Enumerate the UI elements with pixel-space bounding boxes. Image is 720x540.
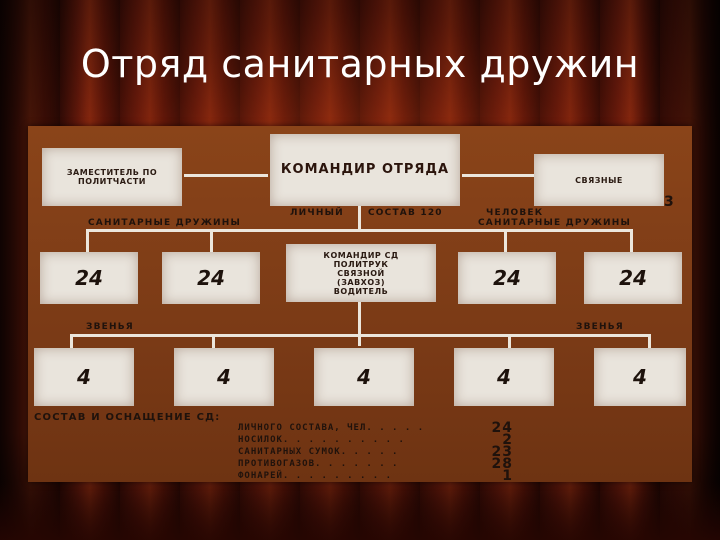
connector-units-bar <box>70 334 650 337</box>
connector-unit-drop-2 <box>212 334 215 348</box>
center-line-3: СВЯЗНОЙ <box>337 268 385 278</box>
equipment-row: САНИТАРНЫХ СУМОК. . . . . 23 <box>238 444 513 460</box>
center-line-5: ВОДИТЕЛЬ <box>333 286 389 296</box>
connector-center-down <box>358 302 361 346</box>
staff-caption-right: ЧЕЛОВЕК <box>486 208 544 218</box>
deputy-box: ЗАМЕСТИТЕЛЬ ПО ПОЛИТЧАСТИ <box>42 148 182 206</box>
connector-unit-drop-5 <box>648 334 651 348</box>
unit-box-2: 4 <box>174 348 274 406</box>
squad-box-4: 24 <box>584 252 682 304</box>
equipment-value: 24 <box>491 420 513 436</box>
unit-box-4: 4 <box>454 348 554 406</box>
squad-box-2: 24 <box>162 252 260 304</box>
reserve-count: 3 <box>664 194 675 210</box>
org-chart-poster: ЗАМЕСТИТЕЛЬ ПО ПОЛИТЧАСТИ КОМАНДИР ОТРЯД… <box>28 126 692 482</box>
equipment-list: ЛИЧНОГО СОСТАВА, ЧЕЛ. . . . . 24 НОСИЛОК.… <box>238 420 513 482</box>
connector-drop-1 <box>86 229 89 257</box>
connector-drop-3 <box>504 229 507 257</box>
units-caption-right: ЗВЕНЬЯ <box>576 322 624 332</box>
center-line-1: КОМАНДИР СД <box>323 250 399 260</box>
commander-box: КОМАНДИР ОТРЯДА <box>270 134 460 206</box>
equipment-row: НОСИЛОК. . . . . . . . . . 2 <box>238 432 513 448</box>
staff-caption-mid: СОСТАВ 120 <box>368 208 443 218</box>
equipment-label: ПРОТИВОГАЗОВ. . . . . . . <box>238 459 399 469</box>
equipment-row: ЛИЧНОГО СОСТАВА, ЧЕЛ. . . . . 24 <box>238 420 513 436</box>
connector-arrow-right <box>462 174 534 177</box>
connector-commander-down <box>358 206 361 230</box>
connector-unit-drop-1 <box>70 334 73 348</box>
center-line-4: (ЗАВХОЗ) <box>337 277 385 287</box>
equipment-label: НОСИЛОК. . . . . . . . . . <box>238 435 405 445</box>
center-line-2: ПОЛИТРУК <box>333 259 389 269</box>
unit-box-1: 4 <box>34 348 134 406</box>
units-caption-left: ЗВЕНЬЯ <box>86 322 134 332</box>
stage-floor-shadow <box>0 482 720 540</box>
equipment-value: 2 <box>502 432 513 448</box>
unit-box-5: 4 <box>594 348 686 406</box>
squad-box-3: 24 <box>458 252 556 304</box>
equipment-value: 23 <box>491 444 513 460</box>
center-command-box: КОМАНДИР СД ПОЛИТРУК СВЯЗНОЙ (ЗАВХОЗ) ВО… <box>286 244 436 302</box>
reserve-box: СВЯЗНЫЕ <box>534 154 664 206</box>
staff-caption-left: ЛИЧНЫЙ <box>290 208 344 218</box>
slide-title: Отряд санитарных дружин <box>80 42 640 86</box>
connector-unit-drop-4 <box>508 334 511 348</box>
druzh-caption-right: САНИТАРНЫЕ ДРУЖИНЫ <box>478 218 632 228</box>
unit-box-3: 4 <box>314 348 414 406</box>
equipment-label: ЛИЧНОГО СОСТАВА, ЧЕЛ. . . . . <box>238 423 425 433</box>
connector-drop-4 <box>630 229 633 257</box>
equipment-row: ФОНАРЕЙ. . . . . . . . . 1 <box>238 468 513 482</box>
connector-top-bar <box>86 229 632 232</box>
squad-box-1: 24 <box>40 252 138 304</box>
connector-drop-2 <box>210 229 213 257</box>
equipment-label: ФОНАРЕЙ. . . . . . . . . <box>238 471 393 481</box>
equipment-value: 1 <box>502 468 513 482</box>
equipment-heading: СОСТАВ И ОСНАЩЕНИЕ СД: <box>34 412 221 423</box>
equipment-value: 28 <box>491 456 513 472</box>
druzh-caption-left: САНИТАРНЫЕ ДРУЖИНЫ <box>88 218 242 228</box>
connector-arrow-left <box>184 174 268 177</box>
equipment-row: ПРОТИВОГАЗОВ. . . . . . . 28 <box>238 456 513 472</box>
equipment-label: САНИТАРНЫХ СУМОК. . . . . <box>238 447 399 457</box>
